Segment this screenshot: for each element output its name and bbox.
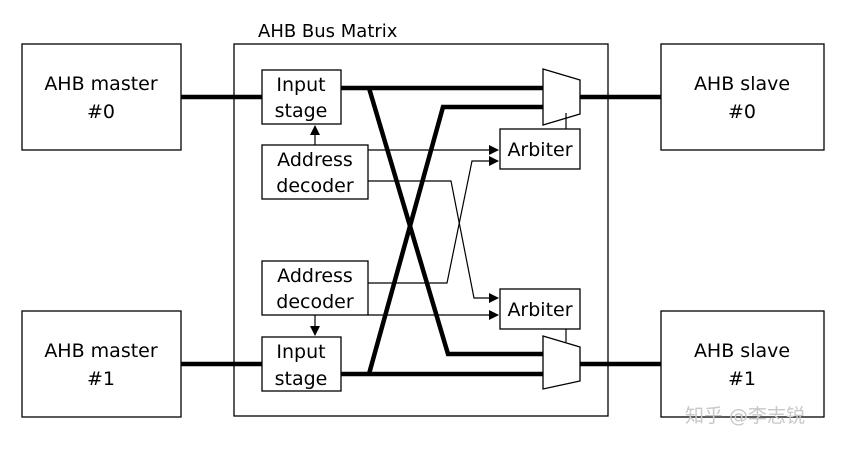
address-decoder-0: Address decoder — [261, 144, 369, 200]
input-stage-1-line1: Input — [276, 341, 325, 363]
address-decoder-1-line1: Address — [277, 265, 353, 287]
slave-1-index: #1 — [728, 368, 756, 390]
slave-0-label: AHB slave — [694, 73, 790, 95]
mux-0 — [542, 68, 581, 126]
decoder0-to-arbiter1-arrow — [368, 180, 499, 303]
master-1: AHB master #1 — [21, 310, 182, 418]
address-decoder-1: Address decoder — [261, 260, 369, 316]
address-decoder-0-line2: decoder — [276, 175, 354, 197]
arbiter-1-label: Arbiter — [507, 299, 572, 321]
master-1-index: #1 — [87, 368, 115, 390]
bus-matrix-title: AHB Bus Matrix — [258, 21, 398, 42]
input-stage-0-line2: stage — [275, 100, 328, 122]
slave-0: AHB slave #0 — [660, 43, 825, 151]
slave-1: AHB slave #1 — [660, 310, 825, 418]
watermark: 知乎 @李志锐 — [685, 405, 805, 427]
input-stage-0: Input stage — [261, 69, 342, 125]
input-stage-0-line1: Input — [276, 74, 325, 96]
mux-1 — [542, 335, 581, 390]
slave-0-index: #0 — [728, 101, 756, 123]
master-0-index: #0 — [87, 101, 115, 123]
input-stage-1-line2: stage — [275, 368, 328, 390]
arbiter-0-label: Arbiter — [507, 139, 572, 161]
master-0-label: AHB master — [44, 73, 158, 95]
slave-1-label: AHB slave — [694, 340, 790, 362]
arbiter-1: Arbiter — [499, 288, 581, 330]
address-decoder-1-line2: decoder — [276, 291, 354, 313]
bus-input0-to-mux1 — [366, 87, 543, 357]
input-stage-1: Input stage — [261, 336, 342, 392]
bus-input1-to-mux0 — [366, 104, 543, 375]
address-decoder-0-line1: Address — [277, 149, 353, 171]
decoder1-to-arbiter0-arrow — [368, 156, 499, 284]
arbiter-0: Arbiter — [499, 128, 581, 170]
master-1-label: AHB master — [44, 340, 158, 362]
master-0: AHB master #0 — [21, 43, 182, 151]
